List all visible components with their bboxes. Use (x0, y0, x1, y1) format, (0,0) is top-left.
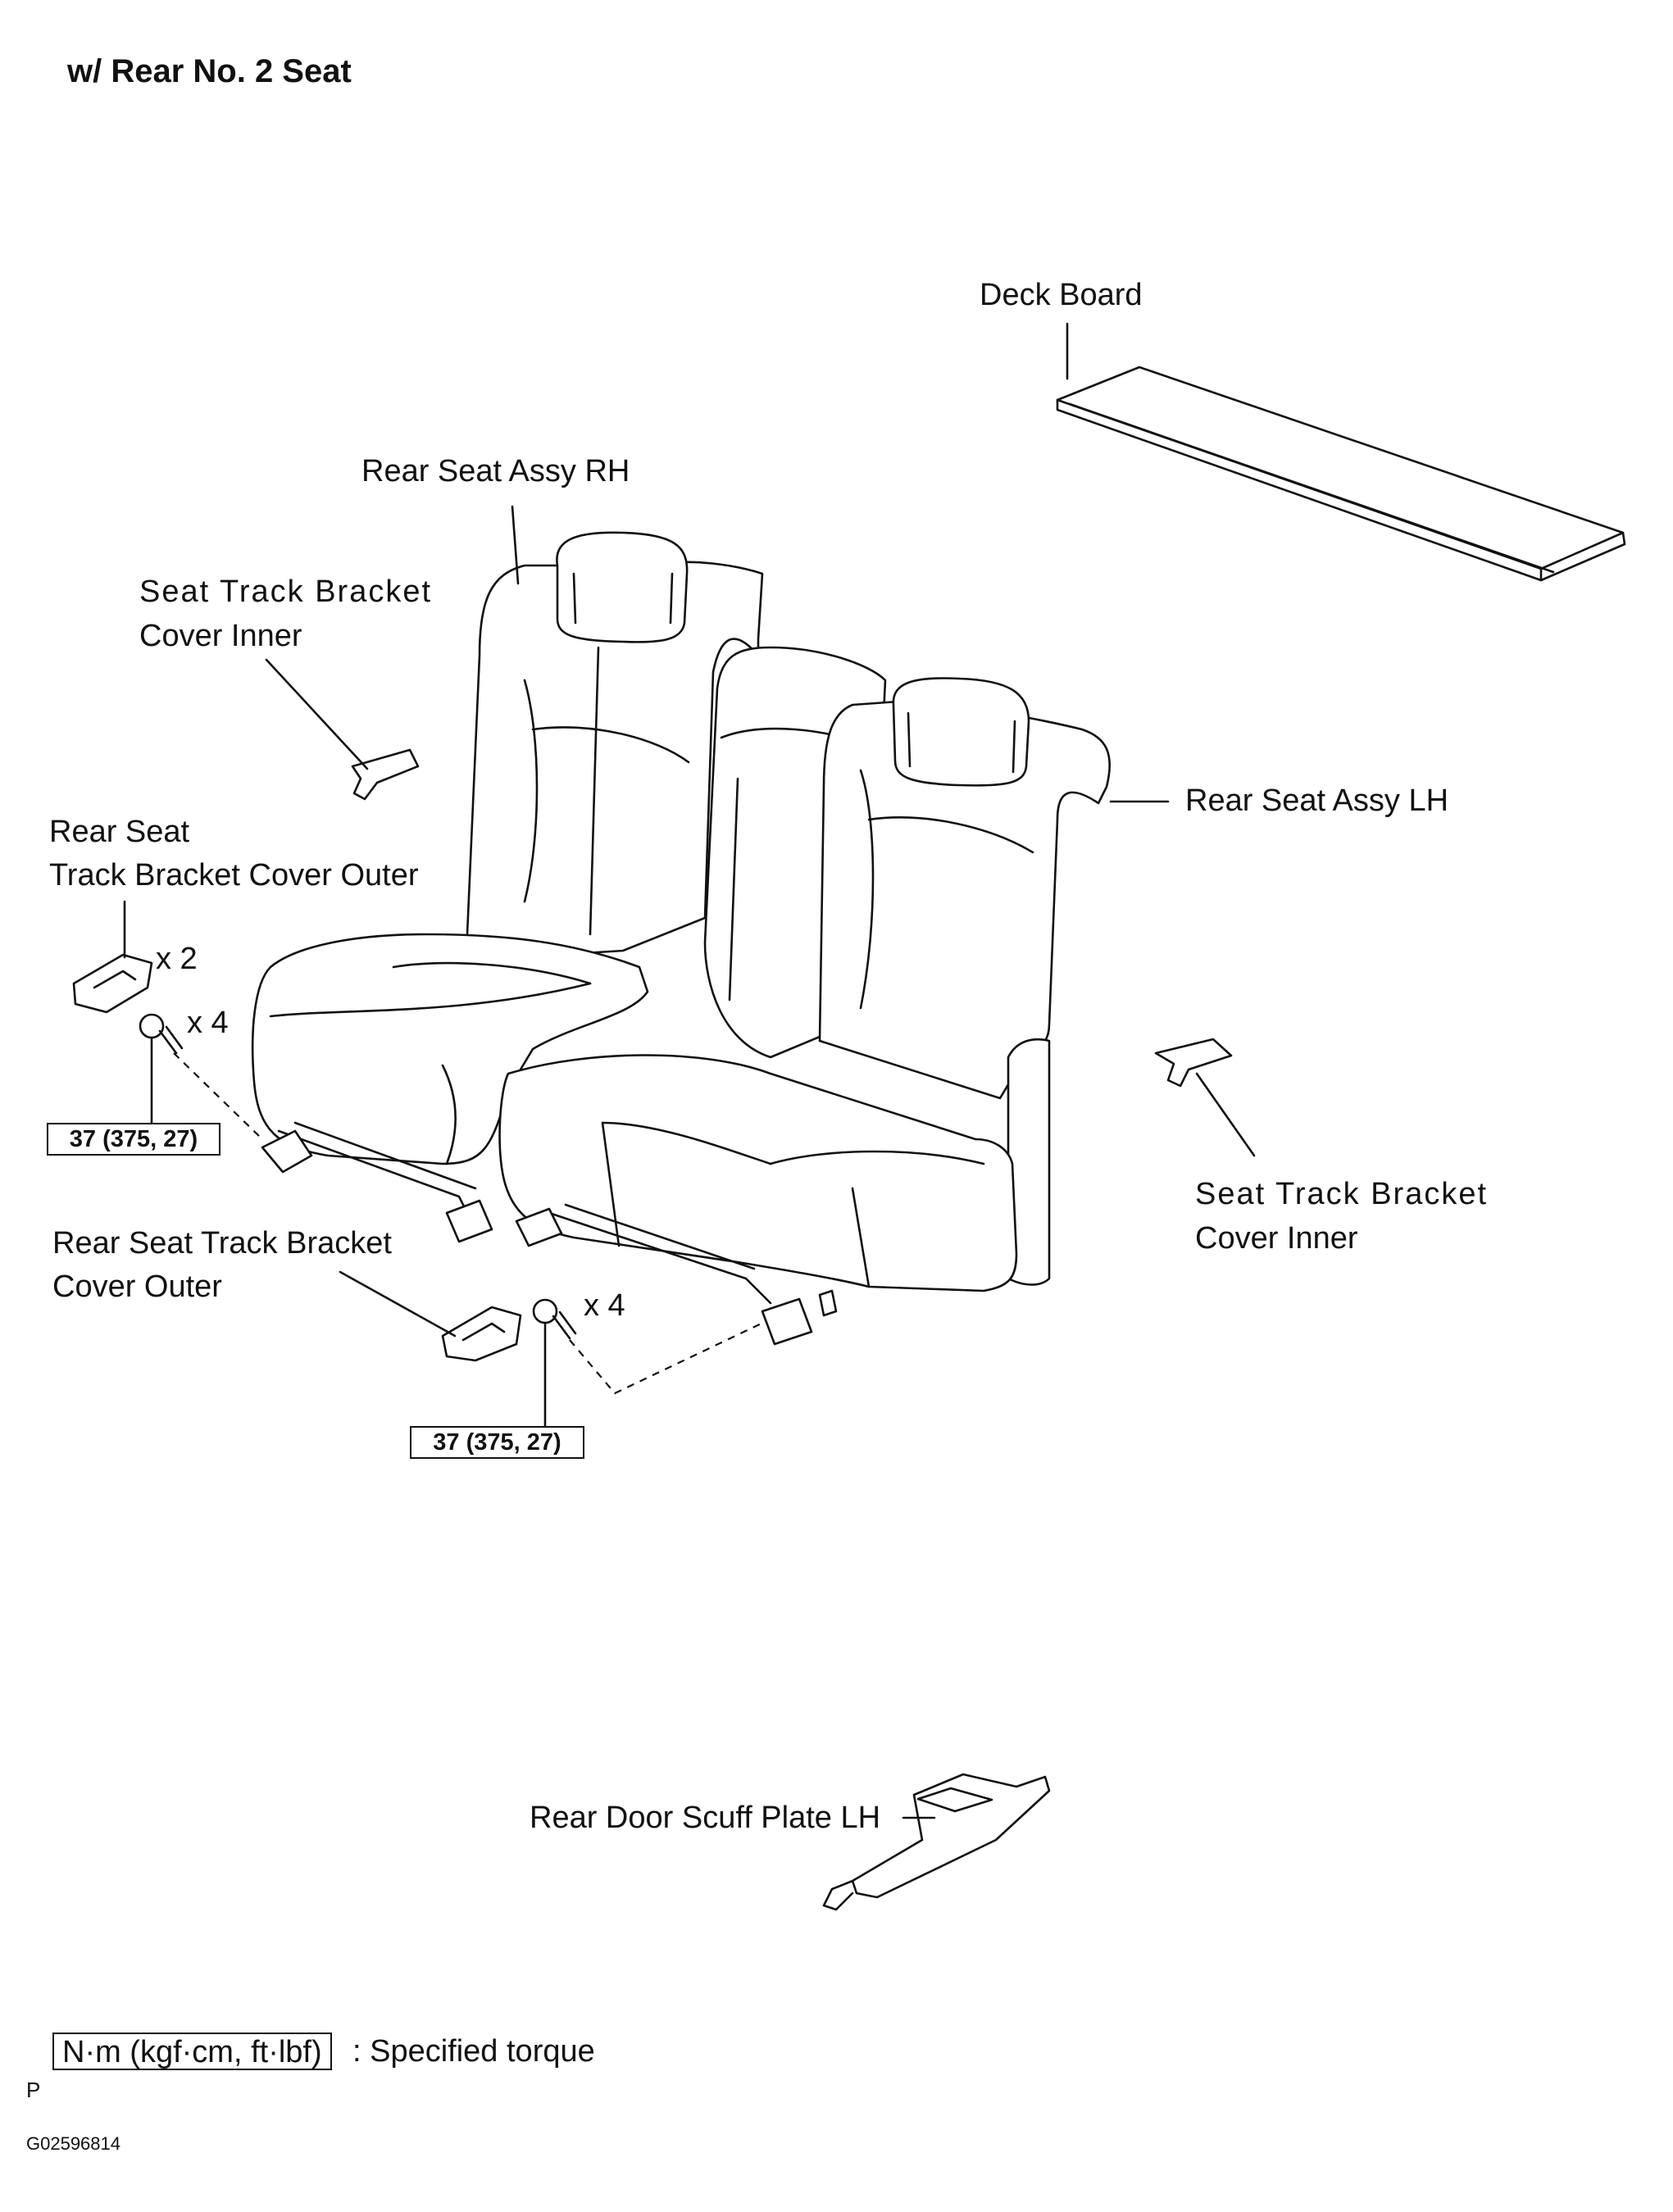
page-title: w/ Rear No. 2 Seat (67, 53, 352, 89)
seat-track-rails (261, 1121, 838, 1346)
bolt-path-upper (173, 1052, 263, 1140)
leader-cover-inner-upper (265, 658, 369, 770)
bolt-icon (532, 1298, 577, 1340)
label-seat-track-bracket-cover-inner-right-2: Cover Inner (1195, 1221, 1358, 1256)
label-rear-seat-track-bracket-cover-outer-upper-1: Rear Seat (49, 815, 190, 849)
label-qty-bolts-upper: x 4 (187, 1006, 229, 1040)
footer-letter: P (26, 2078, 41, 2102)
label-rear-door-scuff-plate-lh: Rear Door Scuff Plate LH (530, 1801, 881, 1835)
bracket-cover-inner-right-icon (1154, 1038, 1233, 1088)
label-rear-seat-track-bracket-cover-outer-lower-1: Rear Seat Track Bracket (52, 1226, 392, 1260)
torque-spec-lower: 37 (375, 27) (410, 1426, 584, 1459)
leader-seat-rh (511, 505, 520, 585)
bolt-icon (139, 1013, 184, 1055)
leader-cover-inner-right (1195, 1072, 1256, 1157)
bracket-cover-outer-upper-icon (72, 953, 153, 1014)
label-seat-track-bracket-cover-inner-upper-2: Cover Inner (139, 619, 302, 653)
rear-seat-rh-drawing (251, 531, 764, 1165)
bracket-cover-outer-lower-icon (441, 1306, 522, 1362)
leader-cover-outer-lower (339, 1270, 457, 1338)
label-seat-track-bracket-cover-inner-right-1: Seat Track Bracket (1195, 1177, 1489, 1211)
deck-board-drawing (1056, 366, 1626, 582)
bracket-cover-inner-upper-icon (351, 748, 420, 801)
label-qty-covers-upper: x 2 (156, 942, 198, 976)
torque-spec-upper: 37 (375, 27) (47, 1123, 220, 1156)
label-deck-board: Deck Board (980, 278, 1143, 312)
scuff-plate-drawing (822, 1773, 1051, 1911)
bolt-path-lower (569, 1320, 767, 1395)
rear-seat-lh-drawing (498, 677, 1111, 1292)
figure-code: G02596814 (26, 2133, 120, 2154)
legend-description: : Specified torque (352, 2034, 595, 2069)
label-rear-seat-track-bracket-cover-outer-lower-2: Cover Outer (52, 1270, 222, 1304)
legend-unit-box: N·m (kgf·cm, ft·lbf) (52, 2033, 332, 2070)
label-qty-bolts-lower: x 4 (584, 1288, 625, 1323)
label-rear-seat-assy-lh: Rear Seat Assy LH (1185, 784, 1449, 818)
label-rear-seat-assy-rh: Rear Seat Assy RH (361, 454, 630, 488)
label-rear-seat-track-bracket-cover-outer-upper-2: Track Bracket Cover Outer (49, 858, 419, 893)
label-seat-track-bracket-cover-inner-upper-1: Seat Track Bracket (139, 575, 433, 609)
